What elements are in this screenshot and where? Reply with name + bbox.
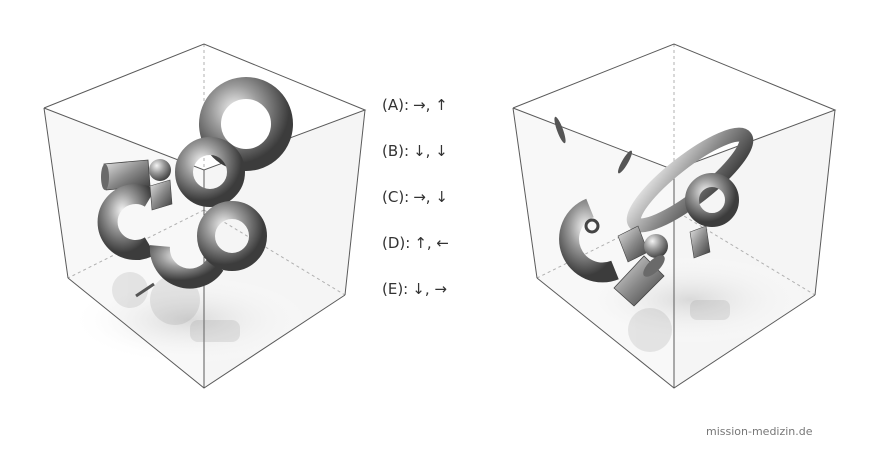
left-cube-object-torus-top	[199, 77, 293, 171]
watermark: mission-medizin.de	[706, 425, 813, 438]
right-cube-object-torus-left	[559, 198, 619, 283]
right-cube-object-torus-right	[685, 173, 739, 227]
answer-arrows: ↓, →	[412, 280, 447, 298]
left-cube-object-small-rod	[135, 282, 155, 298]
right-cube-object-disc-small-2	[618, 150, 632, 174]
right-cube-object-sphere	[644, 234, 668, 258]
left-cube-object-torus-mid	[175, 137, 245, 207]
answer-arrows: →, ↓	[413, 188, 448, 206]
left-cube-object-torus-bottom	[149, 201, 267, 289]
answer-label: (D):	[382, 234, 411, 252]
right-cube-object-disc-small-1	[554, 116, 566, 144]
answer-options: (A):→, ↑ (B):↓, ↓ (C):→, ↓ (D):↑, ← (E):…	[382, 92, 502, 322]
answer-option-e: (E):↓, →	[382, 276, 502, 322]
right-cube-edges	[512, 43, 837, 389]
answer-arrows: →, ↑	[413, 96, 448, 114]
answer-label: (A):	[382, 96, 410, 114]
answer-label: (C):	[382, 188, 410, 206]
left-cube-object-sphere	[149, 159, 171, 181]
left-cube-edges	[43, 43, 367, 389]
right-cube	[512, 43, 837, 389]
left-cube-object-prism	[149, 179, 173, 211]
right-cube-object-cylinder	[613, 255, 665, 307]
right-cube-object-flat-ring	[626, 127, 754, 233]
left-cube	[43, 43, 367, 389]
answer-option-c: (C):→, ↓	[382, 184, 502, 230]
answer-option-d: (D):↑, ←	[382, 230, 502, 276]
right-cube-object-small-block	[689, 225, 711, 259]
answer-option-a: (A):→, ↑	[382, 92, 502, 138]
left-cube-object-torus-half-left	[97, 184, 156, 260]
answer-label: (E):	[382, 280, 409, 298]
right-cube-object-small-ring	[584, 218, 600, 234]
answer-option-b: (B):↓, ↓	[382, 138, 502, 184]
left-cube-floor-shadow	[70, 275, 310, 365]
answer-label: (B):	[382, 142, 410, 160]
answer-arrows: ↓, ↓	[413, 142, 448, 160]
right-cube-reflections	[628, 300, 730, 352]
answer-arrows: ↑, ←	[414, 234, 449, 252]
